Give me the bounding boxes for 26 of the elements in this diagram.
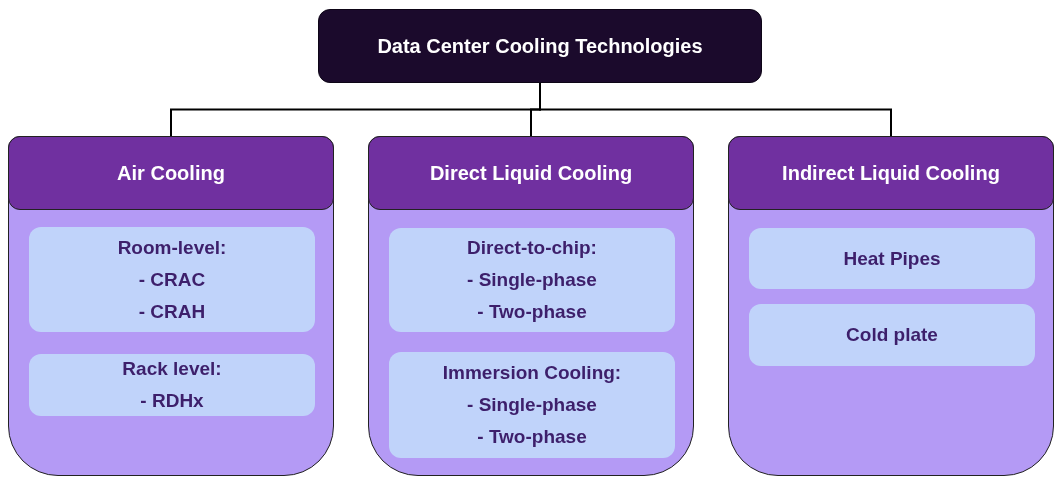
- list-item: - RDHx: [140, 389, 204, 413]
- option-heading: Heat Pipes: [843, 246, 941, 271]
- option-box: [389, 352, 675, 458]
- option-box: [749, 228, 1035, 289]
- option-box: [29, 354, 315, 416]
- option-heading: Room-level:: [117, 235, 227, 260]
- option-heading: Rack level:: [122, 357, 222, 381]
- card-header: Indirect Liquid Cooling: [728, 136, 1054, 210]
- option-heading: Direct-to-chip:: [467, 236, 597, 260]
- option-box: [389, 228, 675, 332]
- option-box: [749, 304, 1035, 366]
- list-item: - Two-phase: [477, 425, 587, 449]
- list-item: - CRAH: [138, 299, 206, 324]
- card-header: Air Cooling: [8, 136, 334, 210]
- list-item: - Single-phase: [467, 393, 597, 417]
- option-heading: Cold plate: [846, 323, 938, 347]
- option-box: [29, 227, 315, 332]
- option-heading: Immersion Cooling:: [442, 361, 622, 385]
- list-item: - CRAC: [138, 267, 206, 292]
- card-header: Direct Liquid Cooling: [368, 136, 694, 210]
- list-item: - Two-phase: [477, 300, 587, 324]
- title-box: Data Center Cooling Technologies: [318, 9, 762, 83]
- category-card: [8, 136, 334, 476]
- category-card: [728, 136, 1054, 476]
- list-item: - Single-phase: [467, 268, 597, 292]
- category-card: [368, 136, 694, 476]
